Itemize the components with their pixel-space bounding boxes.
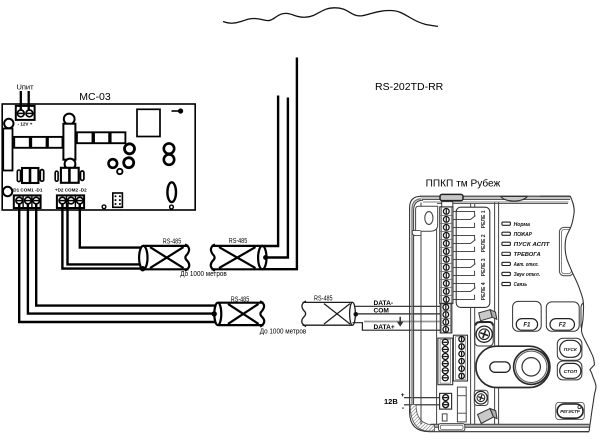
svg-text:RS-202TD-RR: RS-202TD-RR: [375, 81, 444, 93]
svg-text:DATA-: DATA-: [374, 300, 394, 307]
svg-text:ТРЕВОГА: ТРЕВОГА: [514, 252, 541, 258]
svg-text:+D2 COM2 -D2: +D2 COM2 -D2: [55, 188, 87, 193]
svg-text:Норма: Норма: [514, 222, 530, 228]
svg-text:Авт. откл.: Авт. откл.: [513, 262, 539, 268]
svg-text:RS-485: RS-485: [229, 238, 248, 245]
svg-text:12В: 12В: [384, 397, 398, 406]
svg-text:+: +: [401, 392, 405, 399]
svg-text:РЕЛЕ 1: РЕЛЕ 1: [481, 210, 487, 228]
svg-text:РЕЛЕ 2: РЕЛЕ 2: [481, 234, 487, 252]
svg-text:РЕЛЕ 4: РЕЛЕ 4: [481, 282, 487, 300]
svg-text:ПУСК: ПУСК: [564, 347, 578, 353]
svg-text:Связь: Связь: [514, 282, 528, 288]
svg-text:РЕЛЕ 3: РЕЛЕ 3: [481, 258, 487, 276]
svg-text:- 12V +: - 12V +: [18, 121, 33, 126]
svg-text:RS-485: RS-485: [231, 296, 250, 303]
svg-text:ПУСК АСПТ: ПУСК АСПТ: [514, 242, 551, 248]
svg-text:СТОП: СТОП: [564, 369, 578, 375]
svg-text:F1: F1: [523, 323, 531, 329]
svg-text:-: -: [402, 403, 405, 412]
svg-text:RS-485: RS-485: [163, 239, 182, 246]
svg-text:РЕГИСТР: РЕГИСТР: [560, 409, 580, 414]
svg-text:RS-485: RS-485: [314, 296, 333, 303]
svg-text:F2: F2: [559, 323, 567, 329]
svg-text:MC-03: MC-03: [79, 91, 111, 103]
svg-text:COM: COM: [374, 308, 390, 315]
svg-text:Звук откл.: Звук откл.: [514, 272, 541, 278]
svg-text:ППКП тм Рубеж: ППКП тм Рубеж: [426, 178, 501, 190]
svg-text:До 1000 метров: До 1000 метров: [180, 271, 227, 278]
svg-text:ПОЖАР: ПОЖАР: [514, 232, 533, 238]
svg-text:+D1 COM1 -D1: +D1 COM1 -D1: [11, 188, 43, 193]
svg-text:До 1000 метров: До 1000 метров: [260, 329, 307, 336]
svg-text:Uпит: Uпит: [16, 83, 34, 92]
svg-text:DATA+: DATA+: [374, 324, 395, 331]
